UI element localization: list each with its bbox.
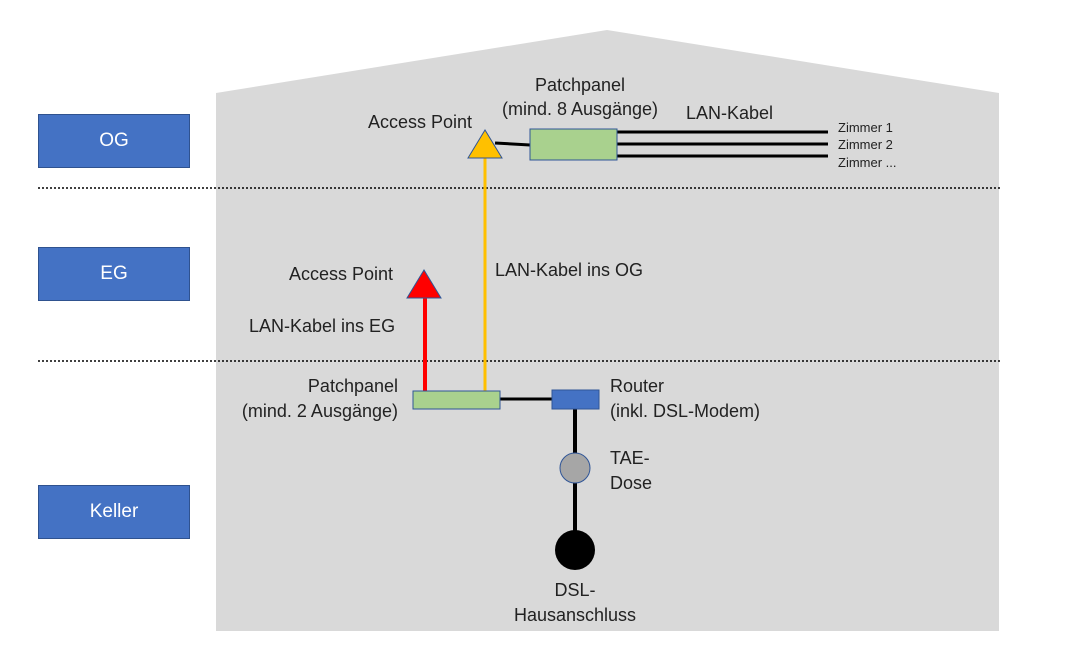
router-subtitle: (inkl. DSL-Modem) — [610, 401, 761, 421]
room-label-1: Zimmer 1 — [838, 120, 893, 135]
house-roof — [216, 30, 999, 93]
router-box — [551, 389, 600, 410]
floor-label-og: OG — [38, 114, 190, 168]
cable-ap-og-patchpanel — [494, 141, 531, 147]
floor-label-eg-text: EG — [100, 263, 128, 284]
tae-label-line1: TAE- — [610, 448, 650, 468]
dsl-hausanschluss-icon — [555, 530, 595, 570]
eg-access-point-label: Access Point — [289, 264, 394, 284]
og-patchpanel-title: Patchpanel — [534, 75, 626, 95]
floor-label-og-text: OG — [99, 130, 129, 151]
lan-kabel-eg-label: LAN-Kabel ins EG — [249, 316, 396, 336]
og-lan-kabel-label: LAN-Kabel — [686, 103, 774, 123]
tae-label-line2: Dose — [610, 473, 653, 493]
og-patchpanel-box — [529, 128, 618, 161]
router-title: Router — [610, 376, 665, 396]
floor-label-keller: Keller — [38, 485, 190, 539]
lan-kabel-og-label: LAN-Kabel ins OG — [495, 260, 644, 280]
eg-access-point-icon — [406, 269, 442, 299]
tae-dose-icon — [559, 452, 591, 484]
og-access-point-icon — [467, 129, 503, 159]
keller-patchpanel-box — [412, 390, 501, 410]
floor-label-keller-text: Keller — [89, 501, 139, 522]
keller-patchpanel-subtitle: (mind. 2 Ausgänge) — [241, 401, 398, 421]
room-label-3: Zimmer ... — [838, 155, 897, 170]
keller-patchpanel-title: Patchpanel — [307, 376, 398, 396]
house-body — [216, 93, 999, 631]
room-label-2: Zimmer 2 — [838, 137, 893, 152]
dsl-label-line1: DSL- — [554, 580, 596, 600]
floor-label-eg: EG — [38, 247, 190, 301]
dsl-label-line2: Hausanschluss — [513, 605, 637, 625]
og-access-point-label: Access Point — [368, 112, 473, 132]
og-patchpanel-subtitle: (mind. 8 Ausgänge) — [501, 99, 659, 119]
